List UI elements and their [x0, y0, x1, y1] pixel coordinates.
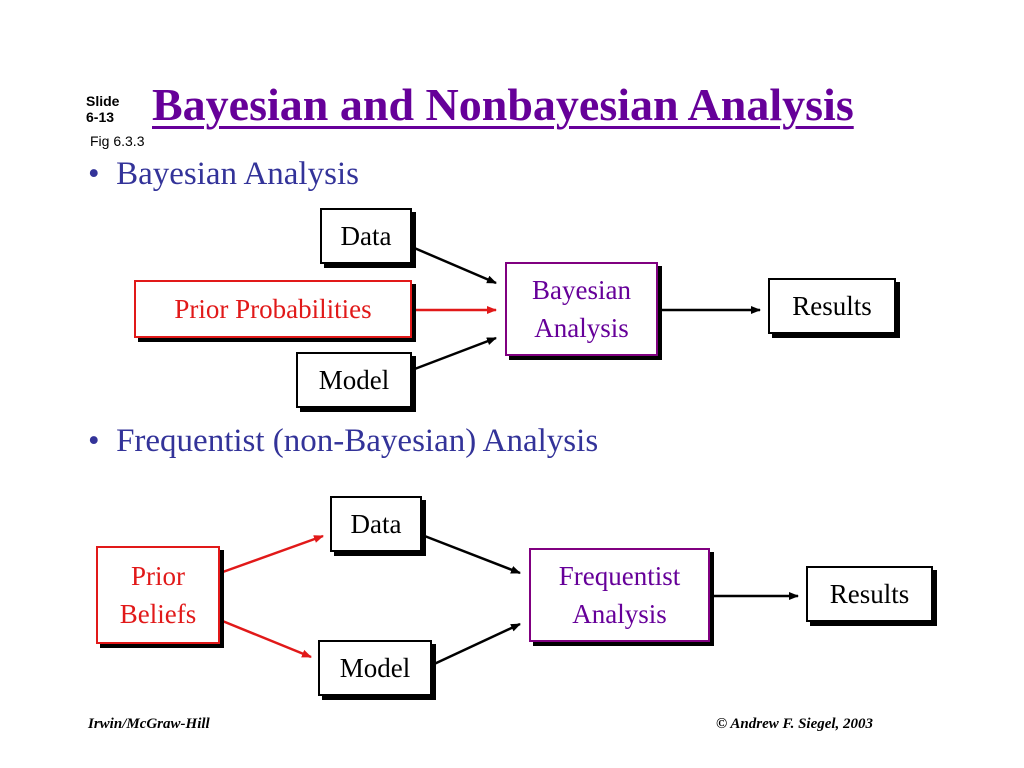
footer-publisher: Irwin/McGraw-Hill: [88, 716, 210, 732]
bullet-text: Frequentist (non-Bayesian) Analysis: [116, 423, 599, 459]
data-label: Data: [340, 221, 392, 251]
arrow-model-to-bayesian: [411, 336, 497, 372]
prior-probabilities-box: Prior Probabilities: [134, 280, 412, 338]
data-box-frequentist: Data: [330, 496, 422, 552]
prior-beliefs-line2: Beliefs: [119, 599, 197, 629]
results-box-frequentist: Results: [806, 566, 933, 622]
slide-label-line1: Slide: [86, 93, 120, 109]
figure-label: Fig 6.3.3: [90, 133, 145, 149]
bullet-dot: •: [88, 423, 100, 459]
bayesian-analysis-line2: Analysis: [534, 313, 629, 343]
footer-copyright: © Andrew F. Siegel, 2003: [716, 716, 874, 732]
frequentist-analysis-line1: Frequentist: [558, 561, 681, 591]
frequentist-analysis-box: Frequentist Analysis: [529, 548, 710, 642]
arrow-data-to-bayesian: [411, 245, 497, 285]
bullet-dot: •: [88, 156, 100, 192]
data-label: Data: [350, 509, 402, 539]
results-box-bayesian: Results: [768, 278, 896, 334]
bullet-frequentist: • Frequentist (non-Bayesian) Analysis: [88, 423, 598, 460]
arrow-prior-to-model: [219, 618, 312, 659]
bullet-text: Bayesian Analysis: [116, 156, 359, 192]
bullet-bayesian: • Bayesian Analysis: [88, 156, 359, 193]
prior-beliefs-line1: Prior: [131, 561, 185, 591]
slide-label-line2: 6-13: [86, 109, 115, 125]
model-box-bayesian: Model: [296, 352, 412, 408]
bayesian-analysis-line1: Bayesian: [532, 275, 631, 305]
prior-probabilities-label: Prior Probabilities: [174, 294, 372, 324]
model-label: Model: [339, 653, 411, 683]
slide-title: Bayesian and Nonbayesian Analysis: [152, 79, 854, 130]
arrow-model-to-frequentist: [431, 622, 521, 667]
results-label: Results: [829, 579, 910, 609]
slide-number-label: Slide 6-13: [86, 93, 119, 125]
data-box-bayesian: Data: [320, 208, 412, 264]
results-label: Results: [792, 291, 872, 321]
frequentist-analysis-line2: Analysis: [572, 599, 667, 629]
arrow-prior-to-data: [219, 534, 324, 575]
bayesian-analysis-box: Bayesian Analysis: [505, 262, 658, 356]
model-label: Model: [318, 365, 390, 395]
prior-beliefs-box: Prior Beliefs: [96, 546, 220, 644]
model-box-frequentist: Model: [318, 640, 432, 696]
arrow-data-to-frequentist: [421, 533, 521, 575]
